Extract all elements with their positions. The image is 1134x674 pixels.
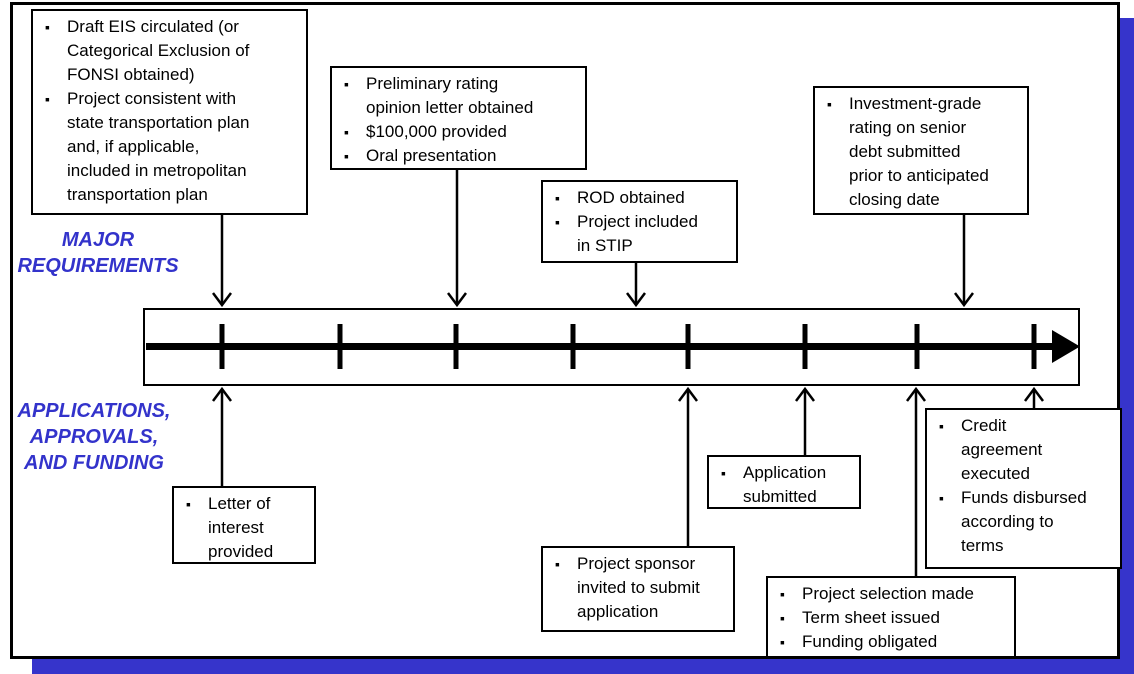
- bullet-icon: ▪: [555, 556, 560, 572]
- list-item: ▪ Term sheet issued: [780, 606, 1010, 630]
- box-item-text: Oral presentation: [366, 146, 497, 165]
- box-preliminary-rating: ▪ Preliminary rating opinion letter obta…: [330, 66, 587, 170]
- bullet-icon: ▪: [827, 96, 832, 112]
- major-requirements-label: MAJOR REQUIREMENTS: [17, 229, 179, 277]
- list-item: ▪ Funding obligated: [780, 630, 1010, 654]
- box-draft-eis: ▪ Draft EIS circulated (or Categorical E…: [31, 9, 308, 215]
- box-item-text: Term sheet issued: [802, 608, 940, 627]
- bullet-icon: ▪: [555, 190, 560, 206]
- box-rod: ▪ ROD obtained ▪ Project included in STI…: [541, 180, 738, 263]
- box-item-text: Funds disbursed according to terms: [961, 488, 1087, 555]
- applications-approvals-label: APPLICATIONS, APPROVALS, AND FUNDING: [17, 400, 171, 474]
- list-item: ▪ Preliminary rating opinion letter obta…: [344, 72, 581, 120]
- bullet-icon: ▪: [939, 490, 944, 506]
- box-item-text: Draft EIS circulated (or Categorical Exc…: [67, 17, 250, 84]
- bullet-icon: ▪: [344, 124, 349, 140]
- list-item: ▪ Credit agreement executed: [939, 414, 1116, 486]
- list-item: ▪ ROD obtained: [555, 186, 732, 210]
- box-item-text: Funding obligated: [802, 632, 938, 651]
- bullet-icon: ▪: [45, 19, 50, 35]
- box-item-text: Project consistent with state transporta…: [67, 89, 250, 204]
- bullet-icon: ▪: [721, 465, 726, 481]
- box-project-selection: ▪ Project selection made ▪ Term sheet is…: [766, 576, 1016, 658]
- bullet-icon: ▪: [780, 634, 785, 650]
- timeline-band: [143, 308, 1080, 386]
- list-item: ▪ Project sponsor invited to submit appl…: [555, 552, 729, 624]
- bullet-icon: ▪: [555, 214, 560, 230]
- box-item-text: $100,000 provided: [366, 122, 507, 141]
- box-item-text: Investment-grade rating on senior debt s…: [849, 94, 989, 209]
- box-item-text: Project sponsor invited to submit applic…: [577, 554, 700, 621]
- list-item: ▪ Draft EIS circulated (or Categorical E…: [45, 15, 302, 87]
- list-item: ▪ Application submitted: [721, 461, 855, 509]
- box-investment-grade: ▪ Investment-grade rating on senior debt…: [813, 86, 1029, 215]
- list-item: ▪ Funds disbursed according to terms: [939, 486, 1116, 558]
- box-item-text: Preliminary rating opinion letter obtain…: [366, 74, 534, 117]
- list-item: ▪ Investment-grade rating on senior debt…: [827, 92, 1023, 212]
- box-item-text: Letter of interest provided: [208, 494, 274, 561]
- bullet-icon: ▪: [186, 496, 191, 512]
- bullet-icon: ▪: [939, 418, 944, 434]
- box-application-submitted: ▪ Application submitted: [707, 455, 861, 509]
- box-item-text: ROD obtained: [577, 188, 685, 207]
- box-item-text: Application submitted: [743, 463, 827, 506]
- list-item: ▪ Project included in STIP: [555, 210, 732, 258]
- bullet-icon: ▪: [344, 76, 349, 92]
- box-item-text: Project included in STIP: [577, 212, 698, 255]
- list-item: ▪ Project selection made: [780, 582, 1010, 606]
- bullet-icon: ▪: [344, 148, 349, 164]
- bullet-icon: ▪: [45, 91, 50, 107]
- list-item: ▪ Project consistent with state transpor…: [45, 87, 302, 207]
- list-item: ▪ Oral presentation: [344, 144, 581, 168]
- box-project-sponsor: ▪ Project sponsor invited to submit appl…: [541, 546, 735, 632]
- box-item-text: Credit agreement executed: [961, 416, 1043, 483]
- list-item: ▪ Letter of interest provided: [186, 492, 310, 564]
- bullet-icon: ▪: [780, 610, 785, 626]
- list-item: ▪ $100,000 provided: [344, 120, 581, 144]
- bullet-icon: ▪: [780, 586, 785, 602]
- box-credit-agreement: ▪ Credit agreement executed ▪ Funds disb…: [925, 408, 1122, 569]
- box-item-text: Project selection made: [802, 584, 974, 603]
- box-letter-of-interest: ▪ Letter of interest provided: [172, 486, 316, 564]
